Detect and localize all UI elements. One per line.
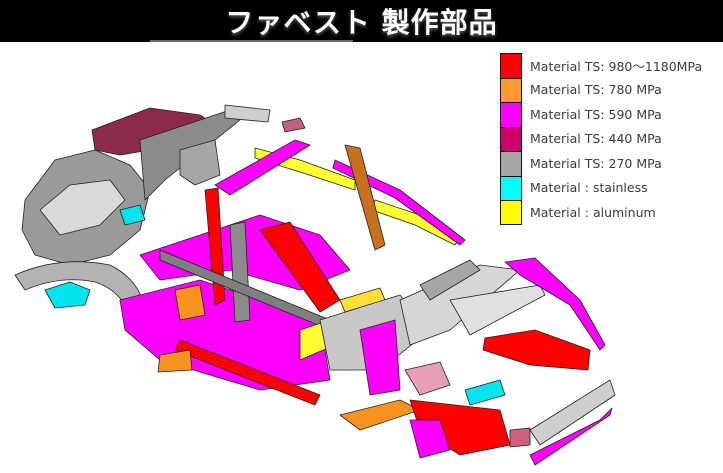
bracket-780-b bbox=[157, 349, 193, 373]
legend-label: Material TS: 270 MPa bbox=[530, 155, 662, 171]
legend-item-stainless: Material : stainless bbox=[500, 175, 720, 200]
rear-stainless-part bbox=[119, 204, 146, 226]
exploded-body-illustration bbox=[14, 104, 616, 466]
page-title: ファベスト 製作部品 bbox=[225, 6, 498, 39]
legend-swatch-yellow bbox=[500, 200, 522, 225]
bumper-lower-590 bbox=[529, 407, 613, 466]
title-banner: ファベスト 製作部品 bbox=[0, 0, 723, 42]
front-apron-270-b bbox=[449, 284, 546, 336]
front-side-member-hotstamp bbox=[482, 329, 591, 371]
front-crossmember-780 bbox=[339, 399, 421, 431]
roof-bow-590-front bbox=[214, 139, 311, 196]
legend-item-aluminum: Material : aluminum bbox=[500, 200, 720, 225]
legend-item-590mpa: Material TS: 590 MPa bbox=[500, 102, 720, 127]
shock-tower-upper bbox=[419, 259, 481, 301]
legend-label: Material TS: 780 MPa bbox=[530, 82, 662, 98]
title-underline bbox=[150, 40, 353, 42]
legend-swatch-gray bbox=[500, 151, 522, 176]
shock-tower-440 bbox=[404, 361, 451, 396]
legend-label: Material TS: 590 MPa bbox=[530, 106, 662, 122]
car-body-structure-diagram bbox=[0, 44, 723, 473]
rear-quarter-detail bbox=[39, 179, 126, 236]
rear-header-bar bbox=[224, 104, 271, 123]
rear-shelf bbox=[179, 139, 221, 186]
legend-label: Material : stainless bbox=[530, 180, 648, 196]
material-legend: Material TS: 980～1180MPa Material TS: 78… bbox=[500, 53, 720, 225]
legend-swatch-magenta bbox=[500, 102, 522, 127]
bracket-780-a bbox=[174, 284, 206, 321]
legend-swatch-red bbox=[500, 53, 522, 78]
rocker-hotstamp bbox=[174, 339, 321, 406]
legend-item-780mpa: Material TS: 780 MPa bbox=[500, 77, 720, 102]
fender-apron-590 bbox=[504, 257, 606, 351]
bumper-beam-270 bbox=[529, 379, 616, 446]
legend-label: Material : aluminum bbox=[530, 204, 656, 220]
small-bracket-440 bbox=[281, 117, 306, 133]
rear-exhaust-stainless bbox=[44, 281, 91, 309]
legend-swatch-crimson bbox=[500, 126, 522, 151]
tow-hook-440 bbox=[509, 427, 531, 448]
crash-box-stainless bbox=[464, 379, 506, 406]
legend-item-440mpa: Material TS: 440 MPa bbox=[500, 126, 720, 151]
legend-item-270mpa: Material TS: 270 MPa bbox=[500, 151, 720, 176]
a-pillar-780 bbox=[344, 144, 386, 251]
legend-swatch-cyan bbox=[500, 175, 522, 200]
legend-label: Material TS: 440 MPa bbox=[530, 131, 662, 147]
legend-label: Material TS: 980～1180MPa bbox=[530, 58, 703, 74]
lower-bracket-590 bbox=[409, 419, 451, 459]
dash-panel-590 bbox=[359, 319, 401, 396]
legend-swatch-orange bbox=[500, 77, 522, 102]
legend-item-980-1180mpa: Material TS: 980～1180MPa bbox=[500, 53, 720, 78]
